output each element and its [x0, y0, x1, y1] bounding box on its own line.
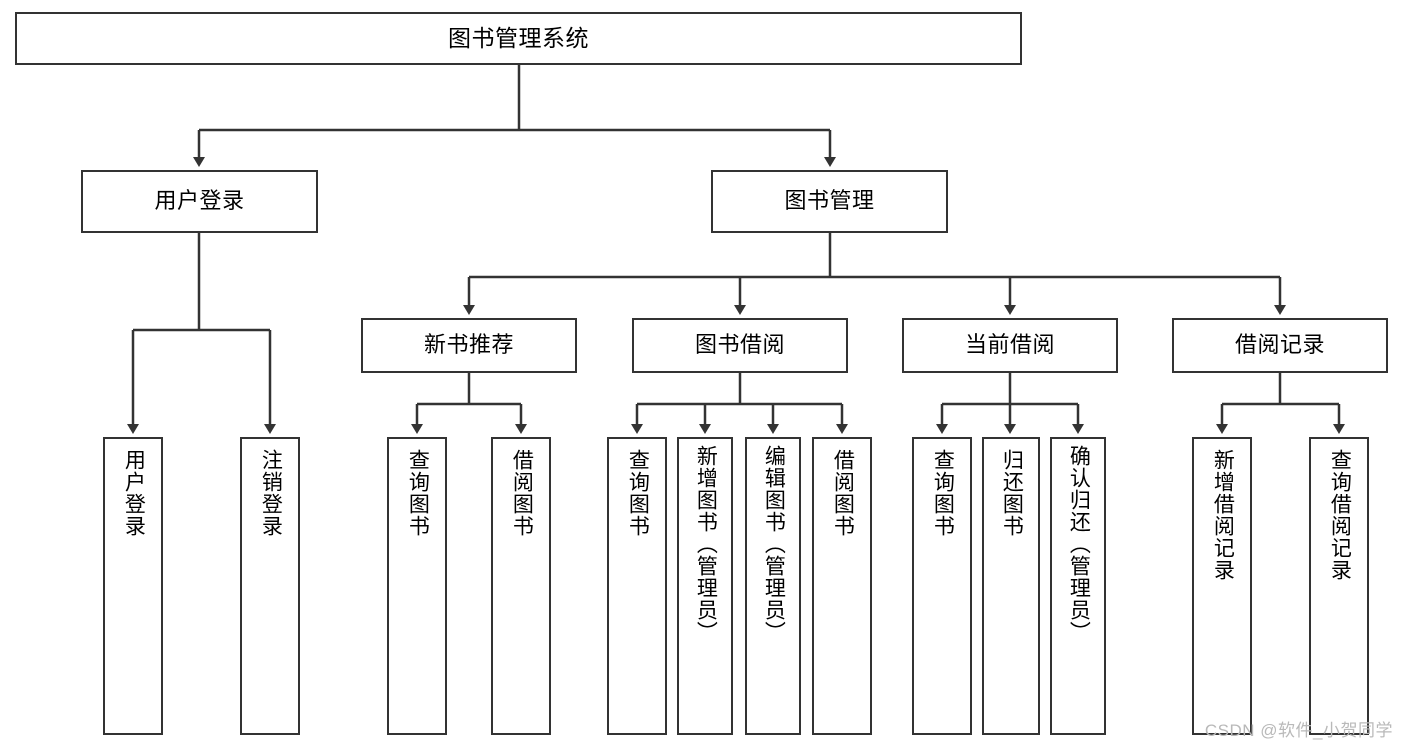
node-leaf-borrow-book-2[interactable]: 借阅图书 — [812, 437, 872, 735]
node-leaf-add-borrow-record[interactable]: 新增借阅记录 — [1192, 437, 1252, 735]
node-new-book-recommend[interactable]: 新书推荐 — [361, 318, 577, 373]
node-leaf-query-borrow-record-label: 查询借阅记录 — [1328, 449, 1352, 581]
node-user-login[interactable]: 用户登录 — [81, 170, 318, 233]
node-leaf-query-book-2-label: 查询图书 — [626, 449, 650, 537]
node-leaf-edit-book[interactable]: 编辑图书（管理员） — [745, 437, 801, 735]
node-current-borrow-label: 当前借阅 — [964, 332, 1055, 358]
node-leaf-query-book-1-label: 查询图书 — [406, 449, 430, 537]
node-leaf-query-borrow-record[interactable]: 查询借阅记录 — [1309, 437, 1369, 735]
node-book-management[interactable]: 图书管理 — [711, 170, 948, 233]
node-book-borrow[interactable]: 图书借阅 — [632, 318, 848, 373]
node-current-borrow[interactable]: 当前借阅 — [902, 318, 1118, 373]
node-borrow-record-label: 借阅记录 — [1234, 332, 1325, 358]
node-leaf-edit-book-label: 编辑图书（管理员） — [762, 445, 786, 643]
node-leaf-confirm-return[interactable]: 确认归还（管理员） — [1050, 437, 1106, 735]
node-leaf-query-book-3-label: 查询图书 — [931, 449, 955, 537]
node-leaf-query-book-1[interactable]: 查询图书 — [387, 437, 447, 735]
node-leaf-query-book-2[interactable]: 查询图书 — [607, 437, 667, 735]
node-leaf-query-book-3[interactable]: 查询图书 — [912, 437, 972, 735]
watermark: CSDN @软件_小贺同学 — [1204, 721, 1393, 740]
node-leaf-borrow-book-1[interactable]: 借阅图书 — [491, 437, 551, 735]
node-root-label: 图书管理系统 — [448, 24, 589, 51]
node-borrow-record[interactable]: 借阅记录 — [1172, 318, 1388, 373]
node-leaf-return-book[interactable]: 归还图书 — [982, 437, 1040, 735]
node-book-borrow-label: 图书借阅 — [694, 332, 785, 358]
node-leaf-add-book[interactable]: 新增图书（管理员） — [677, 437, 733, 735]
node-leaf-borrow-book-1-label: 借阅图书 — [510, 449, 534, 537]
node-leaf-add-book-label: 新增图书（管理员） — [694, 445, 718, 643]
node-leaf-logout-login[interactable]: 注销登录 — [240, 437, 300, 735]
node-root[interactable]: 图书管理系统 — [15, 12, 1022, 65]
node-leaf-return-book-label: 归还图书 — [1000, 449, 1024, 537]
node-book-management-label: 图书管理 — [784, 188, 875, 214]
node-leaf-user-login[interactable]: 用户登录 — [103, 437, 163, 735]
node-leaf-borrow-book-2-label: 借阅图书 — [831, 449, 855, 537]
node-new-book-recommend-label: 新书推荐 — [423, 332, 514, 358]
node-leaf-logout-login-label: 注销登录 — [259, 449, 283, 537]
node-leaf-user-login-label: 用户登录 — [122, 449, 146, 537]
node-leaf-add-borrow-record-label: 新增借阅记录 — [1211, 449, 1235, 581]
node-user-login-label: 用户登录 — [154, 188, 245, 214]
node-leaf-confirm-return-label: 确认归还（管理员） — [1067, 445, 1091, 643]
